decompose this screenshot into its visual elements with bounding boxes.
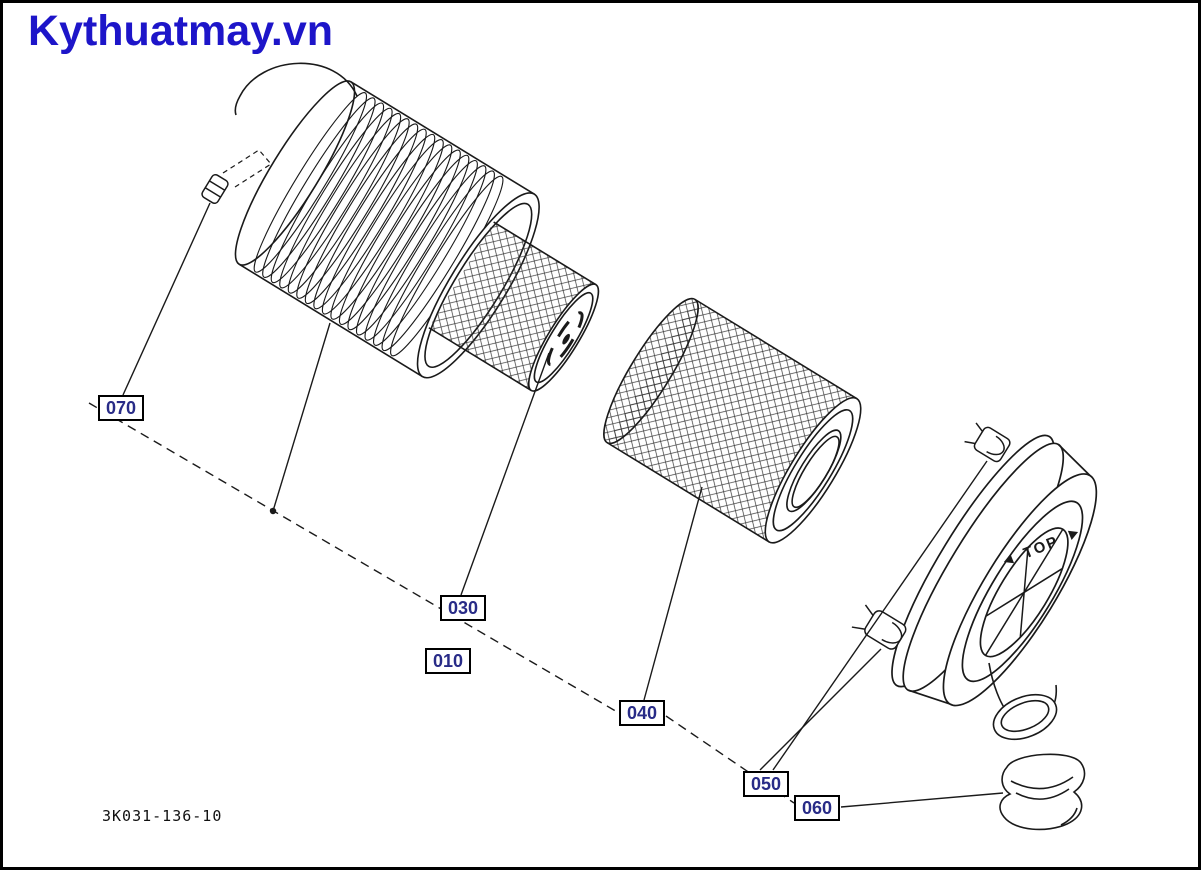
part-label-060: 060 bbox=[794, 795, 841, 821]
top-arrow-left-icon bbox=[1003, 553, 1015, 564]
site-logo: Kythuatmay.vn bbox=[28, 7, 334, 55]
top-arrow-right-icon bbox=[1067, 530, 1079, 541]
inner-filter-element-drawing bbox=[428, 221, 600, 392]
part-label-010: 010 bbox=[425, 648, 472, 674]
part-label-070: 070 bbox=[98, 395, 145, 421]
part-label-050: 050 bbox=[743, 771, 790, 797]
air-cleaner-cover-drawing bbox=[891, 434, 1098, 707]
air-cleaner-body-drawing bbox=[234, 80, 600, 392]
cover-spokes bbox=[984, 528, 1064, 656]
part-label-040: 040 bbox=[619, 700, 666, 726]
cover-clamp-top bbox=[964, 422, 1011, 463]
exploded-view-drawing: TOP bbox=[88, 62, 1098, 831]
cover-clamp-side bbox=[851, 604, 907, 650]
housing-handle-arc bbox=[234, 62, 358, 116]
clip-hidden-outline bbox=[222, 149, 272, 188]
leader-lines bbox=[88, 202, 1004, 808]
dust-valve-drawing bbox=[999, 753, 1086, 831]
drawing-number: 3K031-136-10 bbox=[102, 807, 223, 825]
part-label-030: 030 bbox=[440, 595, 487, 621]
clip-drawing bbox=[201, 173, 229, 205]
secondary-filter-element-drawing bbox=[603, 297, 862, 544]
outlet-tube-drawing bbox=[988, 662, 1058, 741]
